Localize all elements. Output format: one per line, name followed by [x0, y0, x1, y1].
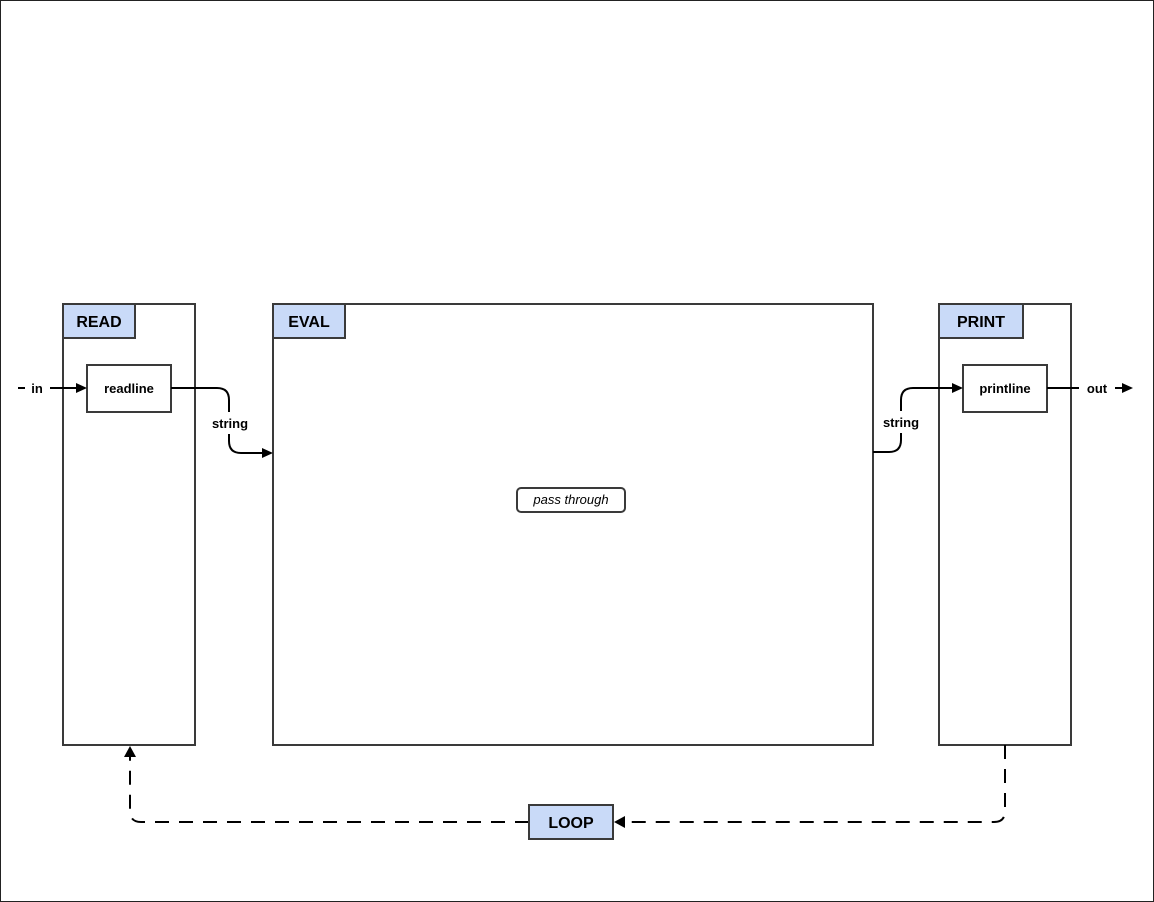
- eval-to-print-arrowhead: [952, 383, 963, 393]
- read-stage-title: READ: [76, 314, 121, 331]
- read-stage: READ readline: [62, 303, 196, 746]
- loop-node: LOOP: [528, 804, 614, 840]
- read-to-eval-label: string: [212, 416, 248, 431]
- eval-to-print-edge: string: [873, 383, 963, 453]
- loop-edge: LOOP: [124, 745, 1006, 840]
- read-stage-tab: [62, 303, 136, 339]
- pass-through-note: pass through: [516, 487, 626, 513]
- output-edge-label: out: [1087, 381, 1108, 396]
- readline-node: readline: [86, 364, 172, 413]
- input-edge-label: in: [31, 381, 43, 396]
- printline-label: printline: [979, 381, 1030, 396]
- eval-to-print-label: string: [883, 415, 919, 430]
- printline-node: printline: [962, 364, 1048, 413]
- loop-arrowhead: [614, 816, 625, 828]
- input-arrowhead: [76, 383, 87, 393]
- output-edge: out: [1047, 381, 1133, 396]
- eval-stage: EVAL pass through: [272, 303, 874, 746]
- read-to-eval-arrowhead: [262, 448, 273, 458]
- eval-stage-tab: [272, 303, 346, 339]
- print-stage-tab: [938, 303, 1024, 339]
- print-stage: PRINT printline: [938, 303, 1072, 746]
- print-stage-title: PRINT: [957, 314, 1005, 331]
- output-arrowhead: [1122, 383, 1133, 393]
- readline-label: readline: [104, 381, 154, 396]
- input-edge: in: [18, 381, 87, 396]
- loop-return-arrowhead: [124, 746, 136, 757]
- pass-through-label: pass through: [532, 492, 608, 507]
- loop-label: LOOP: [548, 815, 594, 832]
- eval-stage-title: EVAL: [288, 314, 330, 331]
- read-to-eval-edge: string: [171, 387, 273, 458]
